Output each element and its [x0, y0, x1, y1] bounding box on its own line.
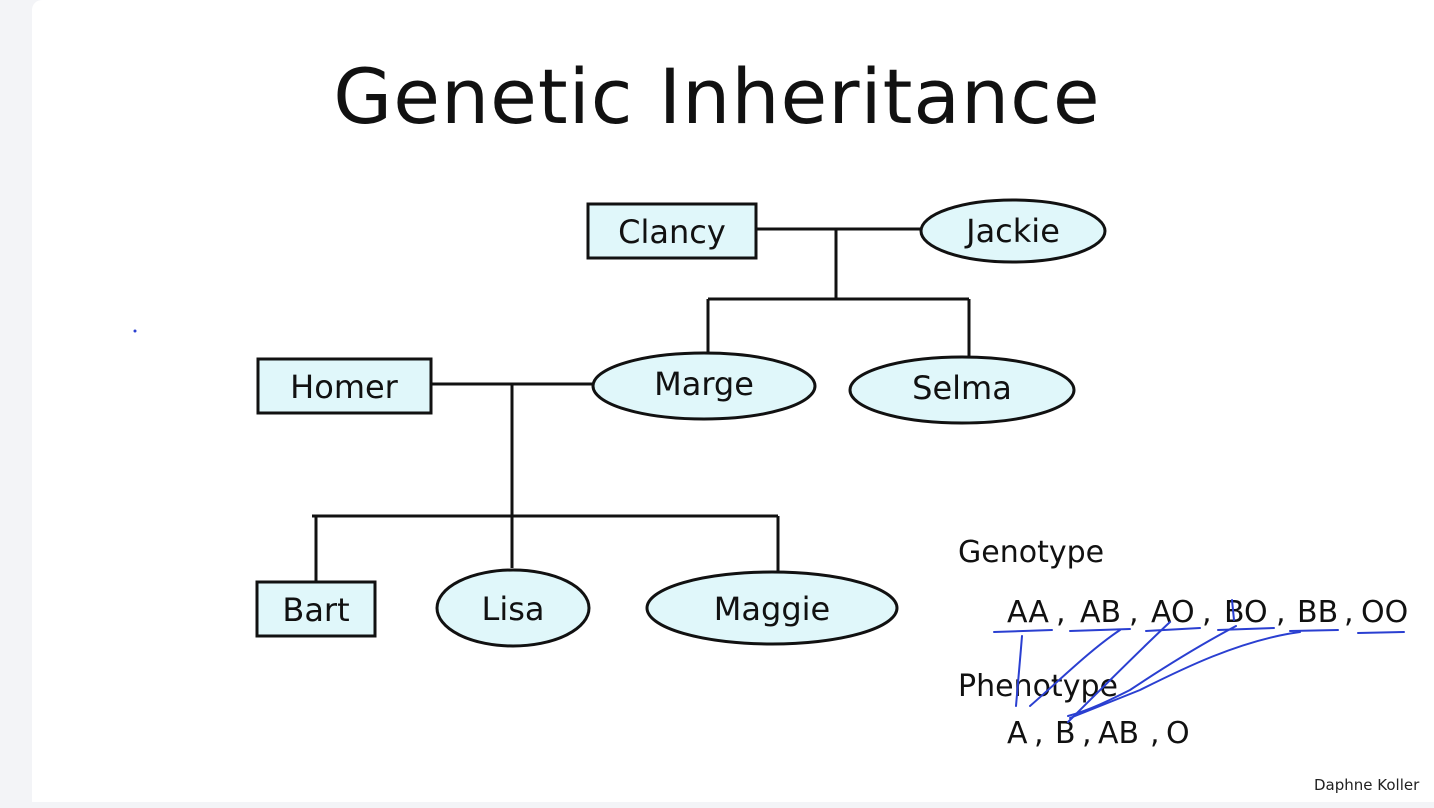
genotype-ao: AO: [1151, 595, 1195, 630]
svg-text:,: ,: [1129, 595, 1139, 630]
genotype-ab: AB: [1080, 595, 1121, 630]
link-ao-a: [1067, 621, 1171, 723]
node-selma: Selma: [848, 355, 1076, 425]
svg-text:,: ,: [1202, 595, 1212, 630]
genotype-values: AA , AB , AO , BO , BB , OO: [1007, 595, 1408, 630]
underline-ao: [1145, 627, 1201, 632]
page-gutter: [0, 0, 32, 808]
stray-dot: [133, 329, 137, 333]
genotype-bb: BB: [1297, 595, 1338, 630]
genotype-oo: OO: [1361, 595, 1408, 630]
underline-oo: [1357, 631, 1405, 634]
slide-title: Genetic Inheritance: [333, 52, 1101, 141]
phenotype-b: B: [1055, 716, 1076, 751]
link-bb-b: [1069, 631, 1301, 719]
node-marge-label: Marge: [654, 365, 754, 403]
node-jackie-label: Jackie: [964, 212, 1060, 250]
genotype-label: Genotype: [958, 535, 1104, 570]
phenotype-ab: AB: [1098, 716, 1139, 751]
underline-aa: [993, 629, 1053, 633]
pen-annotations: [993, 599, 1405, 723]
node-bart-label: Bart: [282, 591, 349, 629]
svg-text:,: ,: [1344, 595, 1354, 630]
node-jackie: Jackie: [919, 198, 1107, 264]
phenotype-values: A , B , AB , O: [1007, 716, 1190, 751]
node-marge: Marge: [591, 351, 817, 421]
node-lisa-label: Lisa: [482, 590, 545, 628]
node-maggie: Maggie: [645, 570, 899, 646]
svg-text:,: ,: [1082, 716, 1092, 751]
svg-text:,: ,: [1150, 716, 1160, 751]
node-bart: Bart: [255, 580, 377, 638]
node-maggie-label: Maggie: [714, 590, 830, 628]
underline-bb: [1289, 629, 1339, 632]
node-selma-label: Selma: [912, 369, 1012, 407]
link-bo-b: [1067, 625, 1237, 717]
svg-text:,: ,: [1276, 595, 1286, 630]
genotype-bo: BO: [1224, 595, 1268, 630]
pedigree-lines: [312, 227, 971, 581]
svg-text:,: ,: [1056, 595, 1066, 630]
link-ab-ab: [1029, 629, 1121, 707]
svg-text:,: ,: [1034, 716, 1044, 751]
phenotype-a: A: [1007, 716, 1028, 751]
node-homer-label: Homer: [290, 368, 399, 406]
phenotype-o: O: [1166, 716, 1190, 751]
author-credit: Daphne Koller: [1314, 776, 1420, 794]
node-clancy: Clancy: [586, 202, 758, 260]
node-lisa: Lisa: [435, 568, 591, 648]
genotype-aa: AA: [1007, 595, 1049, 630]
link-aa-a: [1015, 635, 1023, 707]
node-clancy-label: Clancy: [618, 213, 726, 251]
node-homer: Homer: [256, 357, 433, 415]
mark-bo: [1231, 599, 1235, 621]
